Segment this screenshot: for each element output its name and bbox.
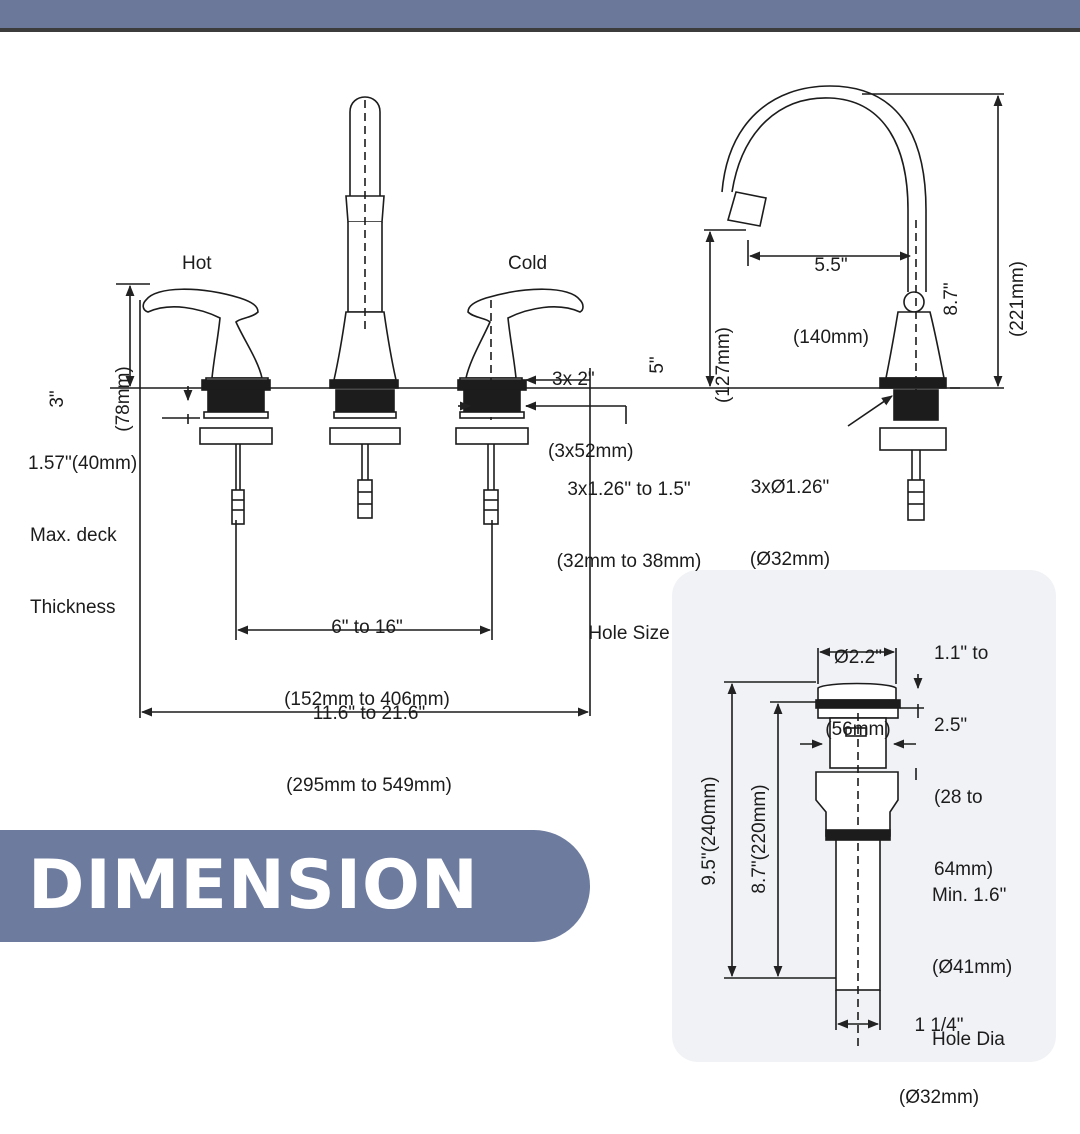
hole-size-label: 3x1.26" to 1.5" (32mm to 38mm) Hole Size: [556, 479, 702, 644]
overall-spread-label: 11.6" to 21.6" (295mm to 549mm): [286, 703, 452, 796]
drain-range-label: 1.1" to 2.5" (28 to 64mm): [934, 643, 994, 880]
spout-clearance-label: 5" (127mm): [647, 327, 734, 404]
center-spout: [329, 96, 401, 519]
drain-assembly: [724, 647, 924, 1050]
hot-label: Hot: [182, 253, 212, 274]
dimension-drawing: [110, 85, 1004, 1050]
spout-base-label: 3xØ1.26" (Ø32mm): [749, 477, 831, 570]
dimension-banner: [0, 830, 590, 942]
handle-spread-label: 6" to 16" (152mm to 406mm): [284, 617, 450, 710]
side-spout: [721, 85, 947, 521]
top-band: [0, 0, 1080, 28]
drain-body-height-label: 8.7"(220mm): [749, 784, 770, 894]
spout-reach-label: 5.5" (140mm): [792, 255, 869, 348]
drain-hole-label: Min. 1.6" (Ø41mm) Hole Dia: [932, 885, 1013, 1050]
deck-label: 1.57"(40mm) Max. deck Thickness: [28, 453, 138, 618]
banner-title: DIMENSION: [28, 846, 479, 925]
hot-handle: [142, 288, 269, 387]
hot-mount: [199, 379, 273, 525]
cold-mount: [455, 300, 529, 525]
drain-total-height-label: 9.5"(240mm): [699, 776, 720, 886]
top-band-line: [0, 28, 1080, 32]
cold-label: Cold: [508, 253, 548, 274]
faucet-height-label: 8.7" (221mm): [941, 261, 1028, 338]
handle-base-label: 3x 2" (3x52mm): [548, 369, 634, 462]
drain-tail-label: 1 1/4" (Ø32mm): [898, 1015, 980, 1108]
drain-cap-label: Ø2.2" (56mm): [825, 647, 891, 740]
